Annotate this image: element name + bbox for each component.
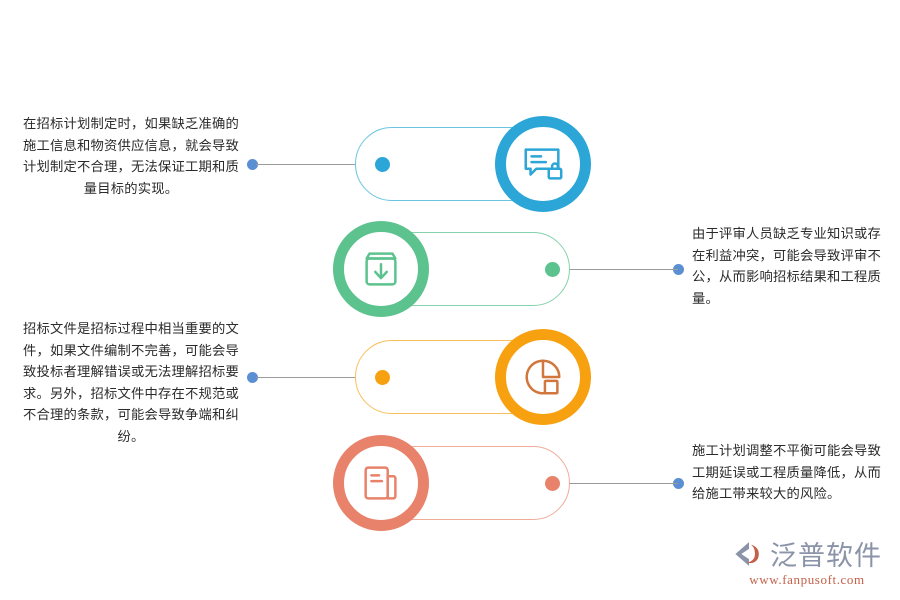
box-download-icon (358, 246, 404, 292)
infographic-row-4: 施工计划调整不平衡可能会导致工期延误或工程质量降低，从而给施工带来较大的风险。 (0, 424, 900, 544)
row-2-pill-dot (545, 262, 560, 277)
chat-lock-icon (520, 141, 566, 187)
infographic-row-1: 在招标计划制定时，如果缺乏准确的施工信息和物资供应信息，就会导致计划制定不合理，… (0, 105, 900, 225)
row-3-connector-dot (247, 372, 258, 383)
logo-brand-name: 泛普软件 (770, 541, 882, 572)
row-3-connector-line (256, 377, 386, 378)
row-2-description: 由于评审人员缺乏专业知识或存在利益冲突，可能会导致评审不公，从而影响招标结果和工… (692, 226, 881, 306)
documents-icon (358, 460, 404, 506)
row-4-pill-dot (545, 476, 560, 491)
infographic-row-3: 招标文件是招标过程中相当重要的文件，如果文件编制不完善，可能会导致投标者理解错误… (0, 318, 900, 444)
row-4-description: 施工计划调整不平衡可能会导致工期延误或工程质量降低，从而给施工带来较大的风险。 (692, 443, 881, 501)
row-2-connector-line (560, 269, 678, 270)
row-4-connector-line (560, 483, 678, 484)
fanpu-logo-mark (732, 537, 766, 571)
row-1-icon-ring[interactable] (495, 116, 591, 212)
row-2-connector-dot (673, 264, 684, 275)
logo-website-url: www.fanpusoft.com (749, 572, 865, 587)
row-4-connector-dot (673, 478, 684, 489)
row-1-connector-line (256, 164, 386, 165)
row-4-icon-ring[interactable] (333, 435, 429, 531)
infographic-row-2: 由于评审人员缺乏专业知识或存在利益冲突，可能会导致评审不公，从而影响招标结果和工… (0, 210, 900, 330)
fanpu-watermark-logo: 泛普软件 www.fanpusoft.com (732, 534, 882, 588)
row-1-pill-dot (375, 157, 390, 172)
row-1-description: 在招标计划制定时，如果缺乏准确的施工信息和物资供应信息，就会导致计划制定不合理，… (23, 116, 239, 196)
pie-chart-icon (520, 354, 566, 400)
row-3-pill-dot (375, 370, 390, 385)
row-3-icon-ring[interactable] (495, 329, 591, 425)
row-2-icon-ring[interactable] (333, 221, 429, 317)
logo-top-row: 泛普软件 (732, 534, 882, 573)
row-3-description: 招标文件是招标过程中相当重要的文件，如果文件编制不完善，可能会导致投标者理解错误… (23, 321, 239, 444)
row-1-connector-dot (247, 159, 258, 170)
